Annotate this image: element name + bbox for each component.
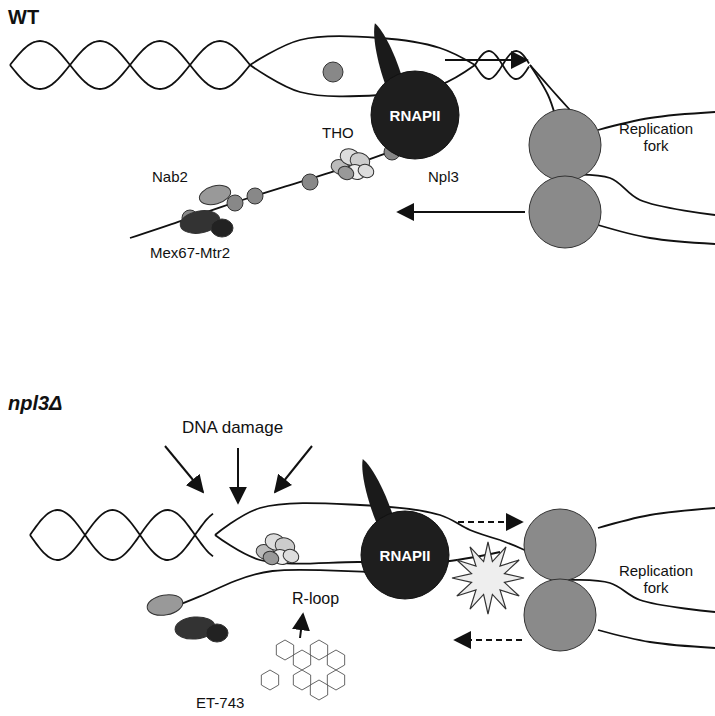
tho-subunit [336, 164, 355, 182]
replication-fork [529, 109, 601, 181]
dna-strand [10, 41, 250, 89]
molecule-ring [327, 650, 344, 670]
arrow [445, 59, 527, 61]
annotation: DNA damage [182, 418, 283, 438]
dna-strand [475, 51, 529, 79]
panel-label: WT [8, 6, 39, 29]
dna-strand [598, 508, 715, 528]
arrow [398, 211, 525, 213]
arrow [165, 446, 203, 492]
molecule-ring [293, 650, 310, 670]
dna-strand [250, 36, 475, 65]
dna-strand [215, 535, 500, 564]
arrow [237, 448, 239, 503]
node-label: RNAPII [380, 547, 431, 564]
replication-fork [524, 509, 596, 581]
panel-label: npl3Δ [8, 392, 63, 415]
molecule-ring [261, 670, 278, 690]
dna-strand [598, 225, 715, 244]
arrow [455, 639, 522, 641]
circle-shape [361, 511, 449, 599]
protein-label: Nab2 [152, 168, 188, 185]
molecule-ring [327, 670, 344, 690]
drug-label: ET-743 [196, 694, 244, 711]
replication-fork [524, 579, 596, 651]
npl3-protein [227, 195, 243, 211]
fork-label: Replication fork [606, 120, 706, 155]
molecule-ring [310, 640, 327, 660]
protein-label: THO [322, 124, 354, 141]
mrna [130, 150, 395, 238]
polymerase-circle: RNAPII [360, 510, 450, 600]
tho-subunit [356, 162, 375, 180]
dna-strand [475, 51, 529, 79]
dna-strand [30, 510, 213, 560]
molecule-ring [276, 640, 293, 660]
protein-label: Mex67-Mtr2 [150, 244, 230, 261]
dna-strand [30, 510, 213, 560]
npl3-protein [247, 188, 263, 204]
molecule-ring [293, 670, 310, 690]
protein-label: Npl3 [428, 168, 459, 185]
node-label: RNAPII [390, 107, 441, 124]
npl3-protein [302, 174, 318, 190]
arrow [458, 521, 522, 523]
arrow [275, 446, 312, 492]
dna-strand [215, 503, 500, 540]
nab2-protein [197, 182, 233, 208]
fork-label: Replication fork [606, 562, 706, 597]
tho-subunit [261, 549, 280, 567]
collision-star [452, 542, 524, 614]
ctd-tail [354, 456, 393, 523]
arrow [300, 614, 303, 638]
rna-strand [160, 570, 370, 612]
tho-subunit [281, 547, 300, 565]
mtr2-protein [211, 219, 233, 237]
mtr2-protein [206, 624, 228, 642]
nab2-protein [146, 592, 185, 618]
replication-fork [529, 176, 601, 248]
polymerase-circle: RNAPII [370, 70, 460, 160]
dna-strand [530, 65, 570, 110]
circle-shape [371, 71, 459, 159]
dna-strand [10, 41, 250, 89]
npl3-protein [323, 62, 343, 82]
molecule-ring [310, 680, 327, 700]
dna-strand [598, 630, 715, 648]
structure-label: R-loop [292, 590, 339, 608]
